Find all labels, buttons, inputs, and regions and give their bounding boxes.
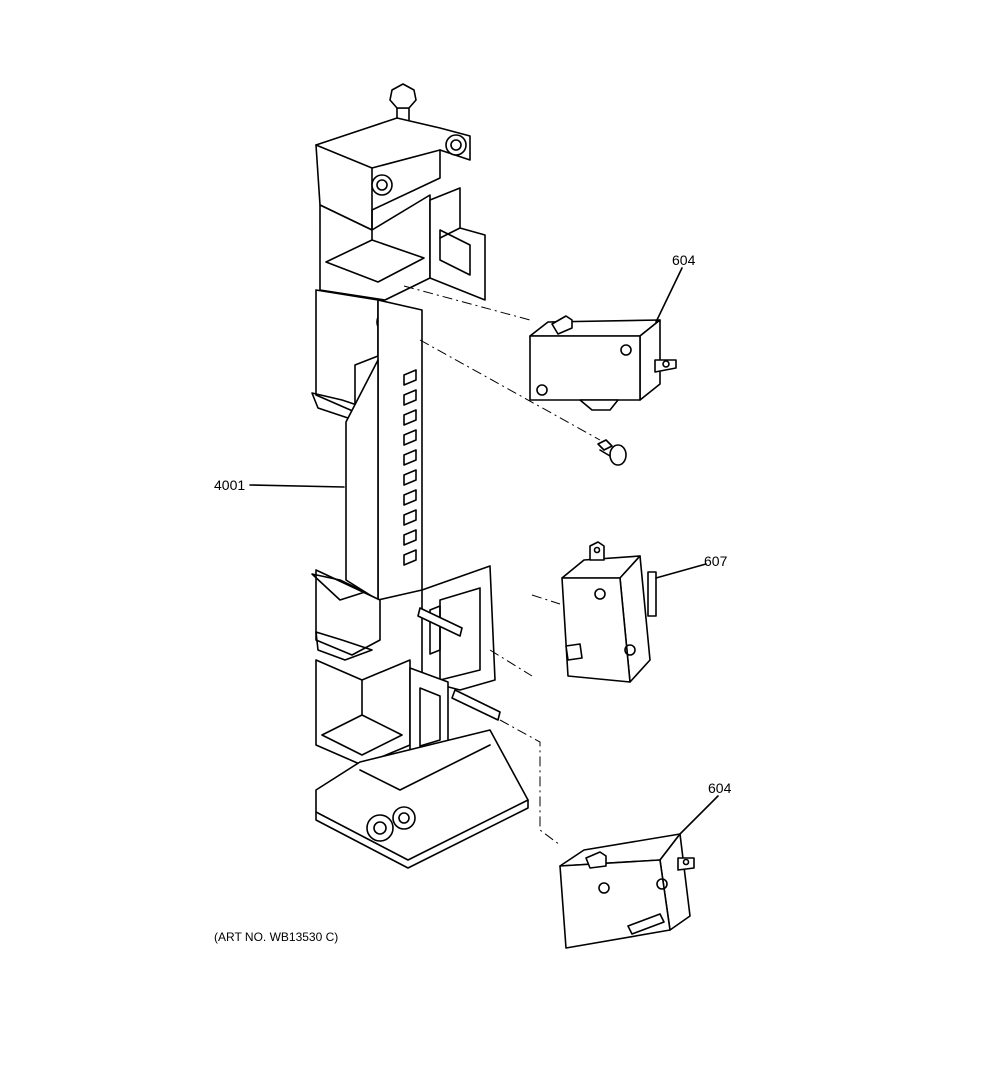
callout-4001: 4001 [214, 477, 245, 493]
leader-lines [249, 267, 719, 835]
switch-604-top [529, 315, 677, 411]
switch-604-bottom [559, 833, 695, 949]
switch-607-middle [561, 541, 657, 683]
art-number: (ART NO. WB13530 C) [214, 930, 338, 944]
assembly-lines [403, 285, 601, 846]
callout-604-top: 604 [672, 252, 696, 268]
callout-604-bottom: 604 [708, 780, 732, 796]
callout-607: 607 [704, 553, 728, 569]
screw [597, 439, 627, 466]
latch-bracket [311, 83, 529, 869]
